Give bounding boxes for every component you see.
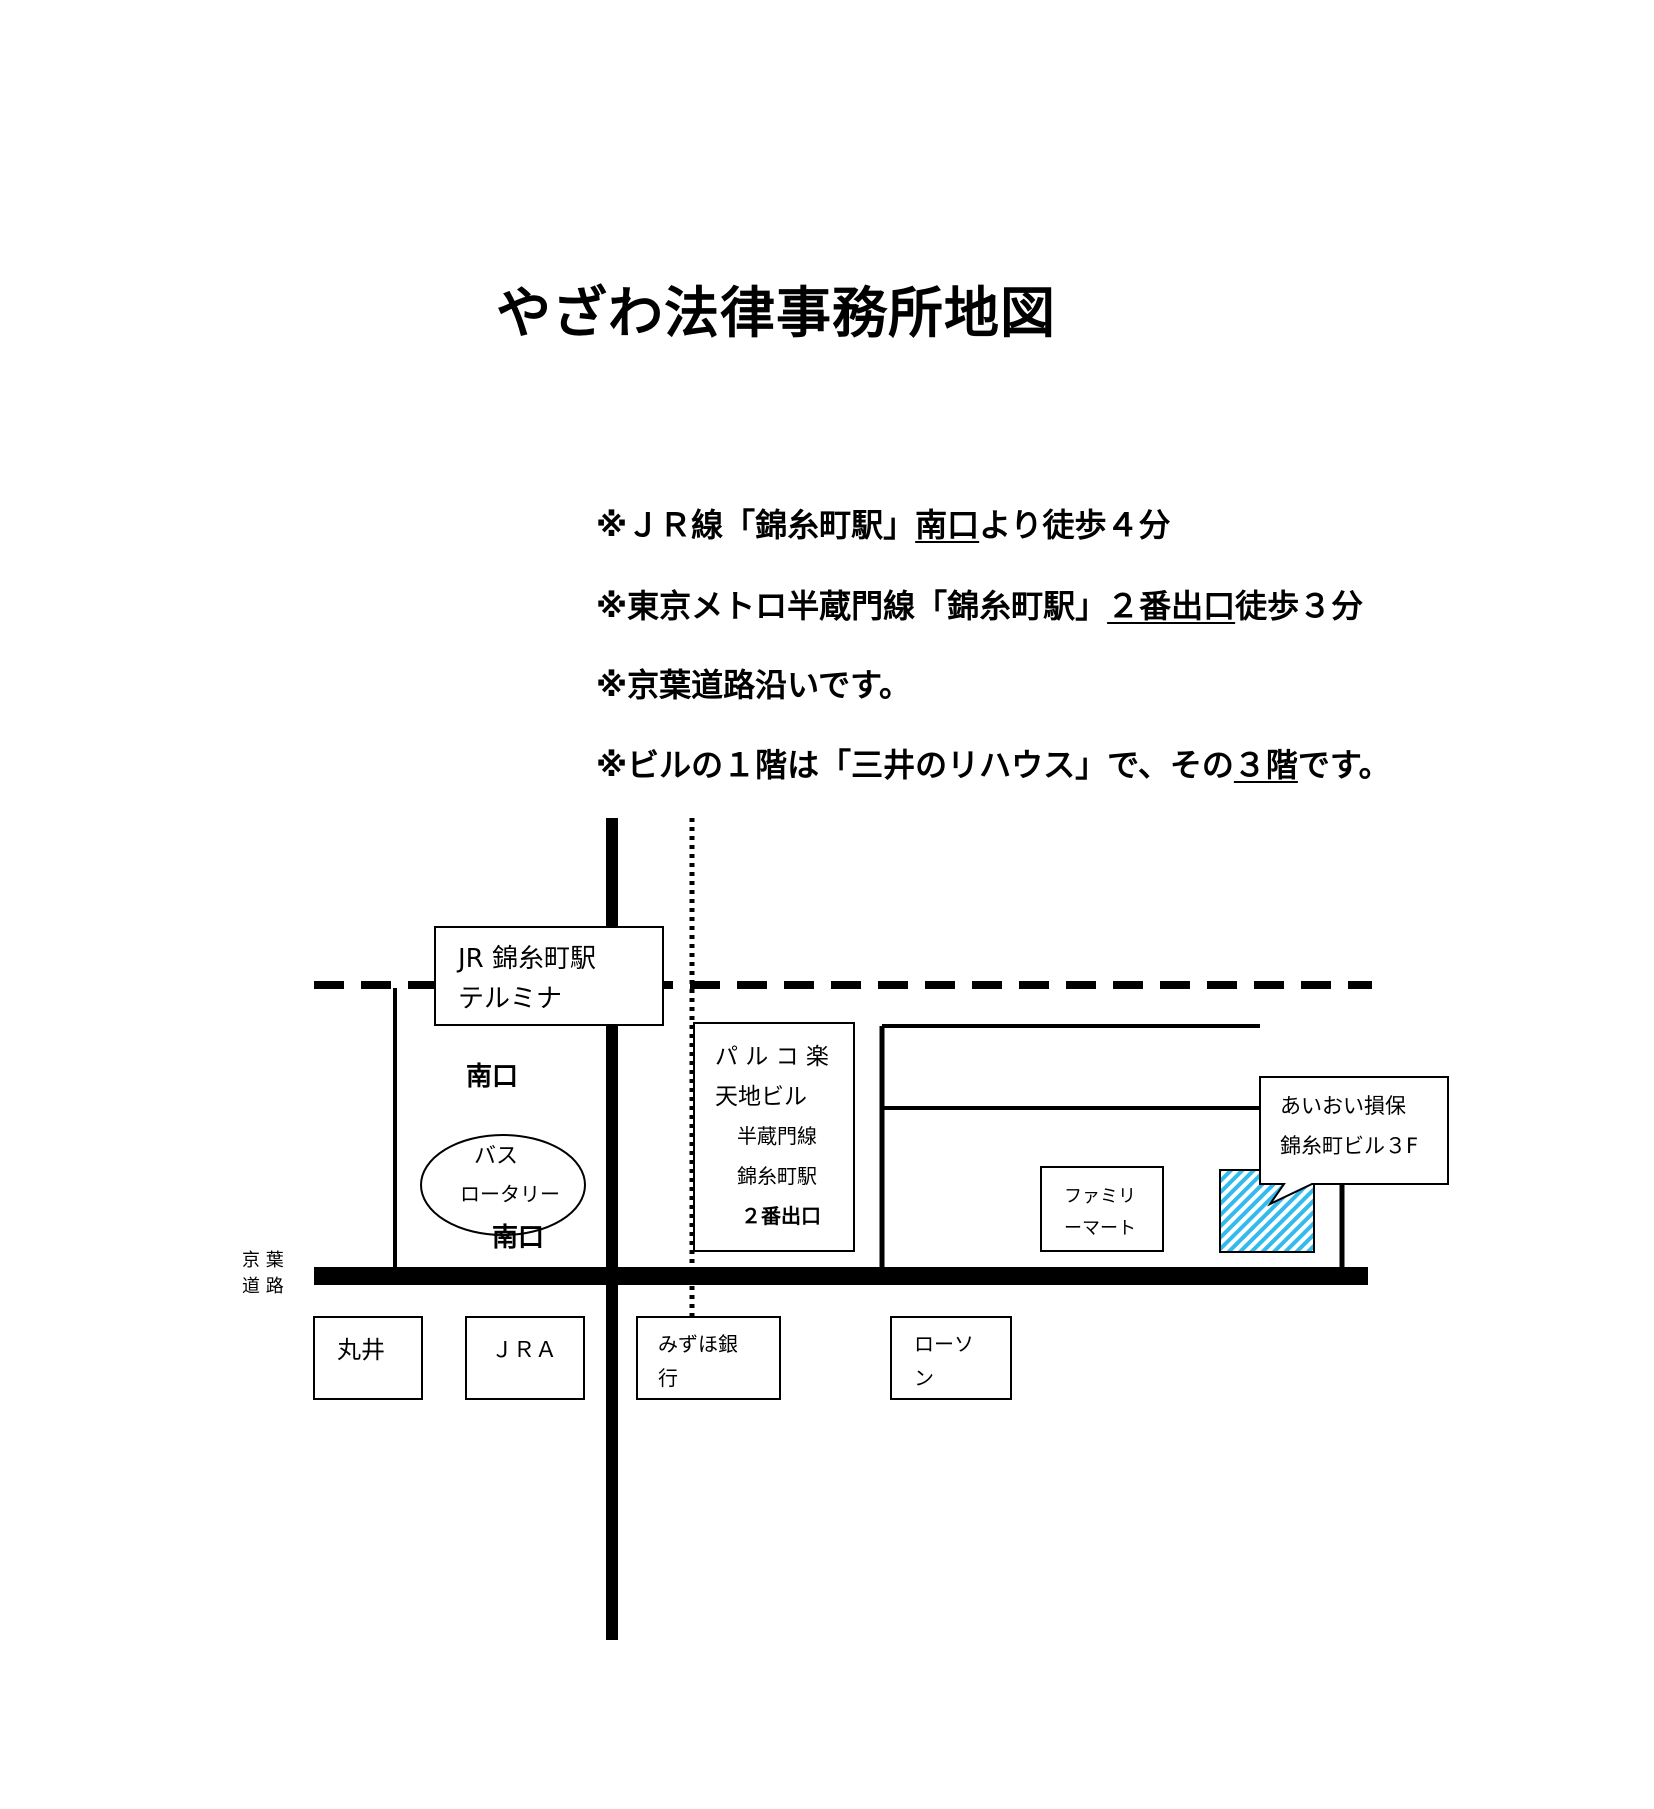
jr-station-terminal: テルミナ	[458, 984, 563, 1014]
note-metro-underline: ２番出口	[1107, 587, 1236, 625]
jra-box: ＪＲＡ	[465, 1316, 585, 1400]
note-jr-post: より徒歩４分	[979, 506, 1171, 544]
jr-station-name: JR 錦糸町駅	[458, 944, 596, 974]
bus-rotary-label-2: ロータリー	[460, 1182, 560, 1206]
note-metro-post: 徒歩３分	[1235, 587, 1364, 625]
jr-station-box: JR 錦糸町駅 テルミナ	[434, 926, 664, 1026]
mizuho-label-2: 行	[658, 1366, 678, 1390]
note-floor-post: です。	[1297, 746, 1391, 784]
note-metro-pre: ※東京メトロ半蔵門線「錦糸町駅」	[596, 587, 1108, 625]
lawson-box: ローソ ン	[890, 1316, 1012, 1400]
parco-label-2: 天地ビル	[715, 1084, 807, 1110]
note-building-floor: ※ビルの１階は「三井のリハウス」で、その３階です。	[596, 740, 1391, 786]
familymart-label-1: ファミリ	[1064, 1186, 1136, 1207]
keiyo-road-label-2: 道 路	[242, 1276, 284, 1297]
aioi-label-2: 錦糸町ビル３F	[1280, 1134, 1419, 1158]
bus-rotary-label-1: バス	[474, 1144, 519, 1169]
marui-label: 丸井	[337, 1336, 385, 1364]
note-jr-pre: ※ＪＲ線「錦糸町駅」	[596, 506, 916, 544]
marui-box: 丸井	[313, 1316, 423, 1400]
page-title: やざわ法律事務所地図	[496, 281, 1057, 345]
mizuho-label-1: みずほ銀	[658, 1332, 738, 1356]
parco-label-1: パ ル コ 楽	[715, 1044, 829, 1070]
familymart-box: ファミリ ーマート	[1040, 1166, 1164, 1252]
parco-label-5: ２番出口	[741, 1204, 821, 1228]
south-exit-label-top: 南口	[466, 1062, 519, 1092]
familymart-label-2: ーマート	[1064, 1218, 1136, 1239]
parco-label-4: 錦糸町駅	[737, 1164, 817, 1188]
parco-label-3: 半蔵門線	[737, 1124, 817, 1148]
lawson-label-1: ローソ	[914, 1332, 974, 1356]
jra-label: ＪＲＡ	[491, 1338, 558, 1363]
aioi-label-1: あいおい損保	[1280, 1094, 1406, 1118]
lawson-label-2: ン	[914, 1366, 934, 1390]
note-keiyo-road: ※京葉道路沿いです。	[596, 666, 911, 704]
note-jr-access: ※ＪＲ線「錦糸町駅」南口より徒歩４分	[596, 500, 1171, 546]
parco-building-box: パ ル コ 楽 天地ビル 半蔵門線 錦糸町駅 ２番出口	[693, 1022, 855, 1252]
note-floor-underline: ３階	[1233, 746, 1298, 784]
keiyo-road-label-1: 京 葉	[242, 1250, 284, 1271]
note-metro-access: ※東京メトロ半蔵門線「錦糸町駅」２番出口徒歩３分	[596, 581, 1363, 627]
bus-rotary-ellipse	[420, 1134, 586, 1236]
south-exit-label-bottom: 南口	[492, 1223, 545, 1253]
note-jr-underline: 南口	[915, 506, 980, 544]
mizuho-box: みずほ銀 行	[636, 1316, 781, 1400]
note-floor-pre: ※ビルの１階は「三井のリハウス」で、その	[596, 746, 1234, 784]
aioi-callout	[1259, 1076, 1449, 1207]
